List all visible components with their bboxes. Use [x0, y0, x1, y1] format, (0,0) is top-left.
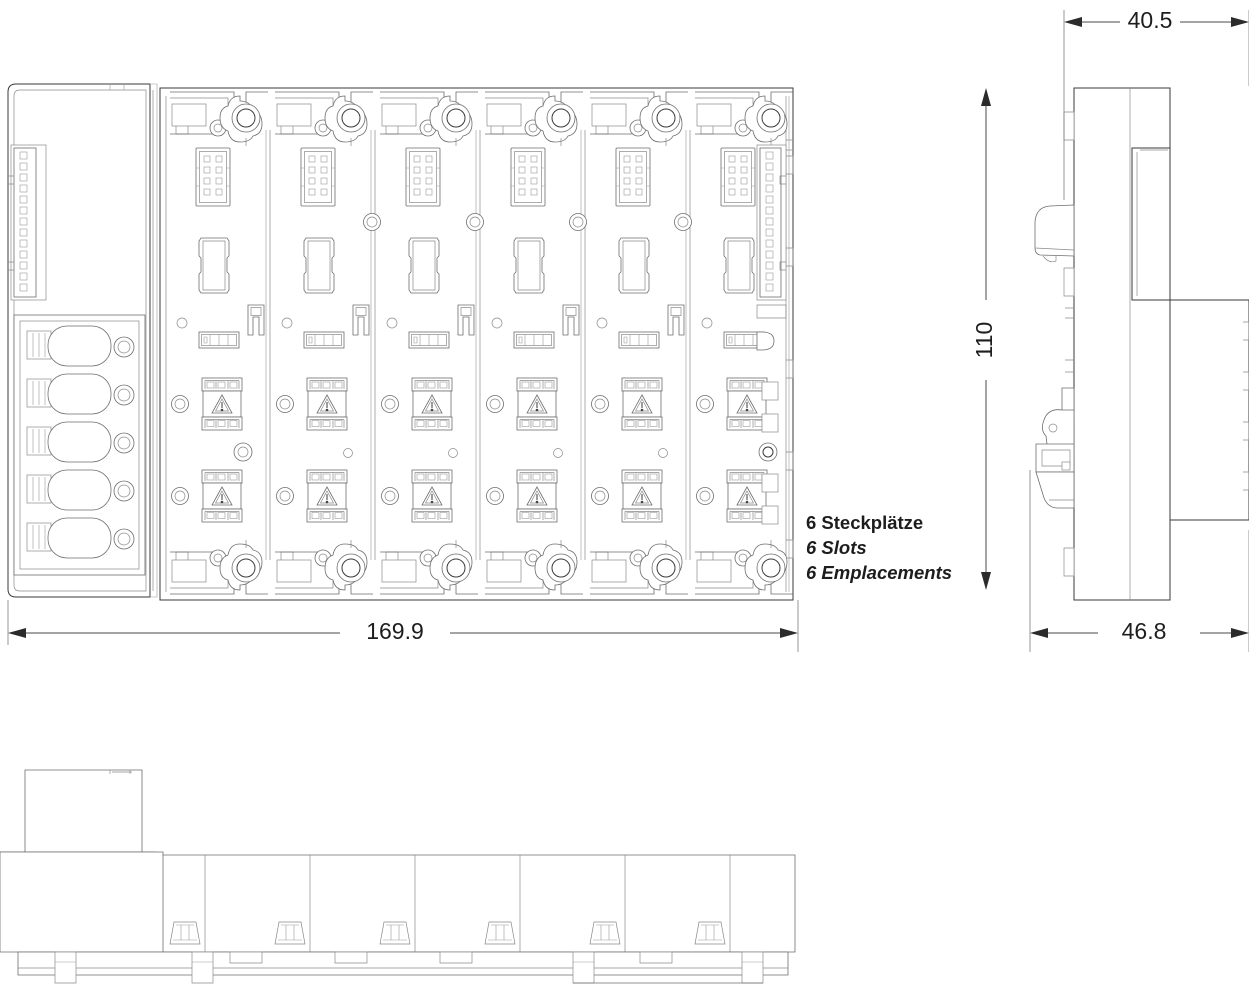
- foot-tab-row: [54, 951, 764, 984]
- terminal-position: [26, 469, 135, 511]
- terminal-position: [26, 373, 135, 415]
- screw-terminal-block: [13, 314, 146, 576]
- via-row-lower-mid: [233, 442, 778, 462]
- terminal-position: [26, 517, 135, 559]
- dimension-depth-upper: 40.5: [1063, 7, 1249, 200]
- top-view: [7, 83, 794, 601]
- dimension-depth-overall: 46.8: [1029, 470, 1249, 652]
- slot-count-callout: 6 Steckplätze 6 Slots 6 Emplacements: [806, 512, 952, 583]
- bottom-view: [0, 769, 796, 984]
- dimension-value-depth-upper: 40.5: [1128, 7, 1173, 33]
- ribbon-connector: [8, 144, 47, 301]
- callout-line-fr: 6 Emplacements: [806, 562, 952, 583]
- dimension-value-depth-overall: 46.8: [1122, 618, 1167, 644]
- dimension-value-height: 110: [971, 322, 997, 359]
- terminal-position: [26, 325, 135, 367]
- terminal-position: [26, 421, 135, 463]
- power-supply-module: [7, 83, 158, 598]
- side-view: [1034, 87, 1249, 601]
- bus-connector-strip: [756, 96, 793, 592]
- via-row-mid: [176, 317, 713, 329]
- dimension-width-overall: 169.9: [7, 600, 799, 652]
- dimension-height-overall: 110: [971, 88, 997, 590]
- dimension-value-width: 169.9: [366, 618, 424, 644]
- callout-line-de: 6 Steckplätze: [806, 512, 923, 533]
- slot-carrier-body: [159, 87, 794, 601]
- base-notch-row: [229, 951, 673, 964]
- callout-line-en: 6 Slots: [806, 537, 867, 558]
